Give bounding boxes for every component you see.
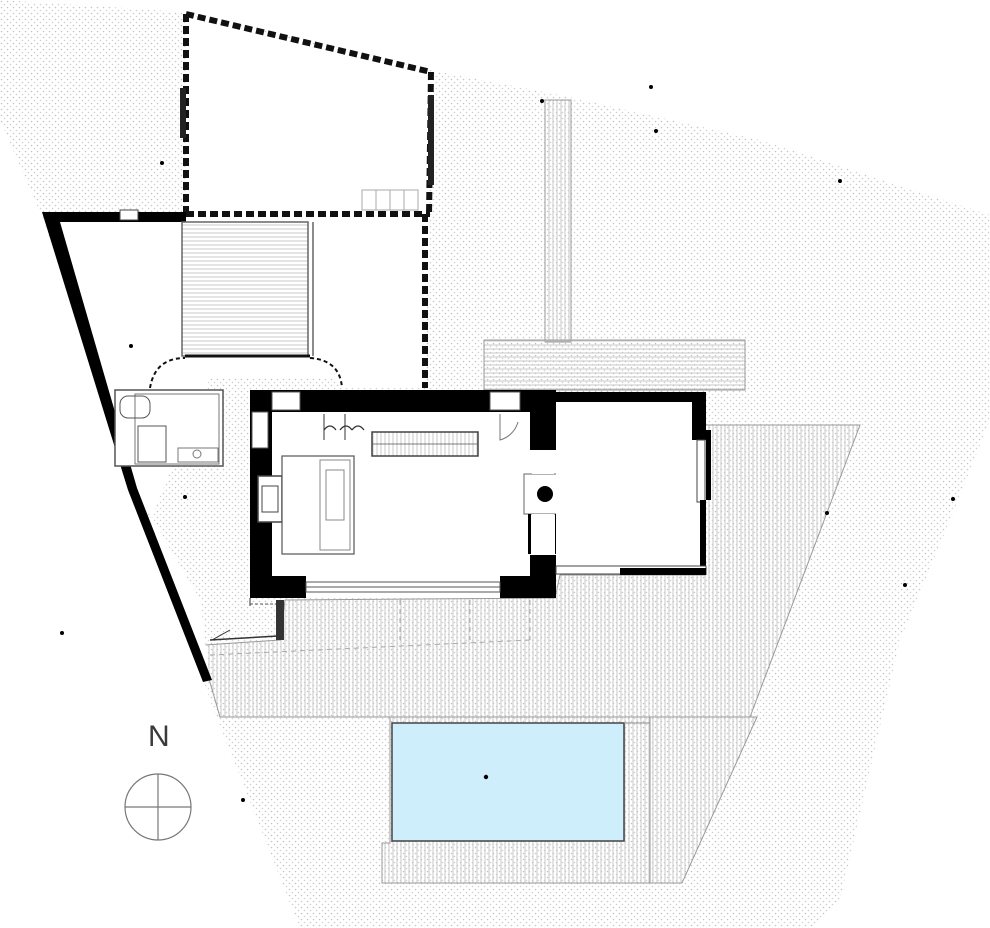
bathroom — [114, 389, 224, 467]
north-label: N — [148, 720, 170, 753]
north-arrow: N — [124, 720, 192, 841]
walkway-pier — [544, 99, 572, 343]
tree-dots — [60, 85, 955, 802]
living-block — [250, 390, 567, 598]
sofa — [281, 455, 355, 555]
west-wing — [42, 209, 430, 682]
pool — [391, 722, 625, 842]
entry-area — [209, 598, 531, 656]
round-column — [537, 486, 553, 502]
entry-deck — [483, 339, 746, 391]
main-deck — [204, 424, 861, 718]
east-room — [555, 392, 711, 575]
north-room — [180, 11, 434, 217]
